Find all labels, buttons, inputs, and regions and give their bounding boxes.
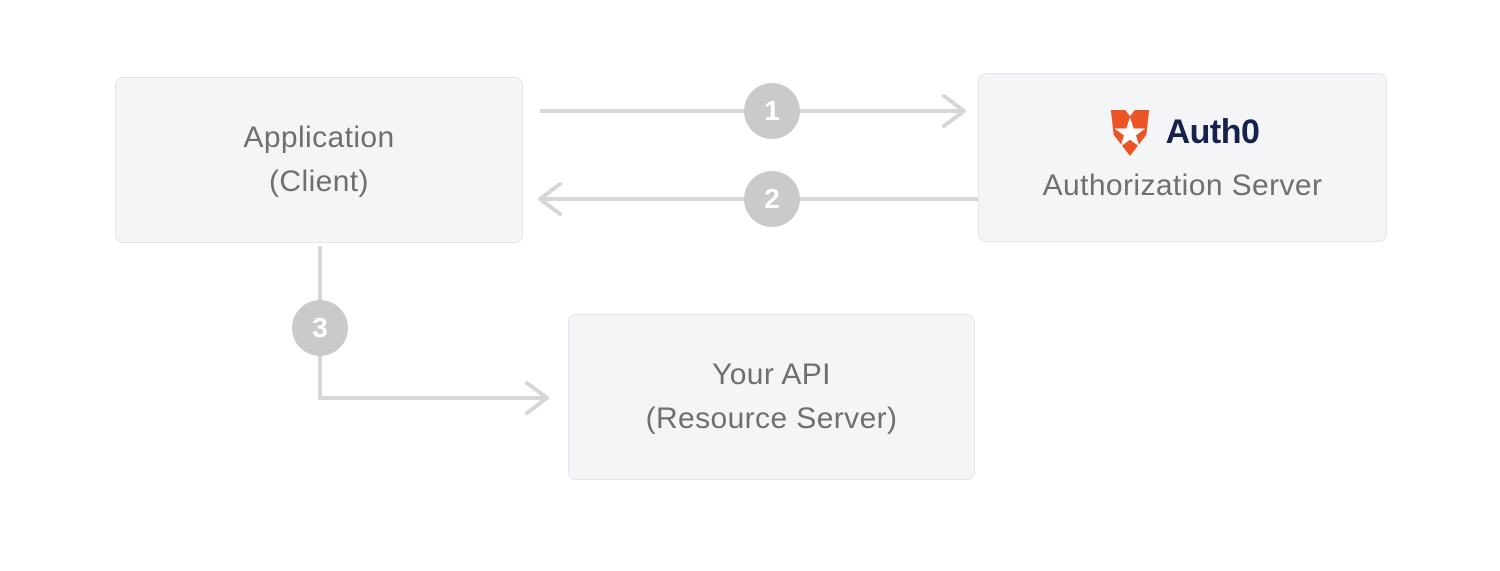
node-your-api: Your API (Resource Server) (568, 314, 975, 480)
step-badge-1: 1 (744, 83, 800, 139)
auth0-wordmark: Auth0 (1165, 113, 1260, 151)
node-application-client: Application (Client) (115, 77, 523, 243)
step-badge-2: 2 (744, 171, 800, 227)
application-label-line2: (Client) (269, 165, 369, 198)
step-badge-3: 3 (292, 300, 348, 356)
arrow-3-shaft (318, 246, 544, 400)
api-label-line2: (Resource Server) (645, 402, 898, 435)
arrow-3-right-arrowhead-icon (525, 381, 549, 415)
auth0-shield-icon (1110, 109, 1149, 156)
auth0-brand-row: Auth0 (1106, 108, 1260, 158)
node-authorization-server: Auth0 Authorization Server (978, 73, 1387, 242)
arrow-1-right-arrowhead-icon (942, 94, 966, 128)
arrow-2-left-arrowhead-icon (538, 182, 562, 216)
application-label-line1: Application (243, 121, 395, 154)
authorization-server-label: Authorization Server (1042, 168, 1323, 202)
api-label-line1: Your API (712, 358, 831, 391)
